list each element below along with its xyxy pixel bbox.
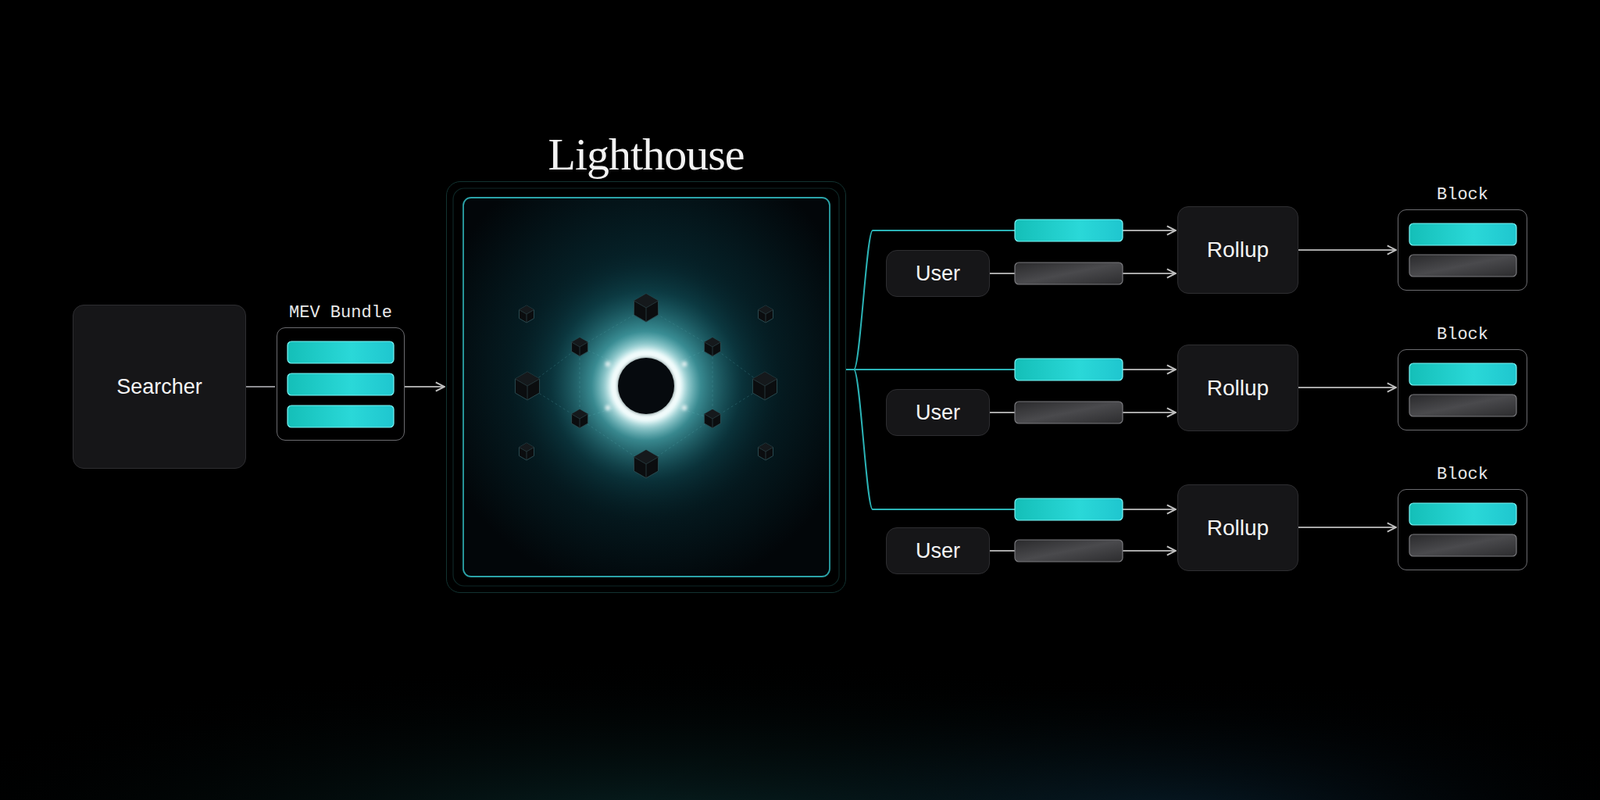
flow-connector (1298, 526, 1397, 529)
flow-connector (1298, 249, 1397, 251)
flow-connector (246, 385, 275, 388)
user-box: User (885, 527, 990, 575)
block-box: Block (1397, 349, 1528, 431)
flow-connector (404, 385, 445, 388)
box-heading: Block (1436, 325, 1489, 345)
box-heading: Lighthouse (548, 128, 745, 181)
box-label: User (907, 261, 968, 286)
user-box: User (885, 250, 990, 297)
box-heading: MEV Bundle (289, 303, 393, 323)
rollup-box: Rollup (1177, 484, 1299, 572)
box-label: Searcher (108, 375, 211, 400)
box-label: Rollup (1199, 375, 1277, 401)
box-label: Rollup (1199, 515, 1277, 541)
flow-connector (846, 230, 1176, 370)
flow-connector (1298, 386, 1397, 389)
user-box: User (885, 389, 990, 436)
searcher-box: Searcher (72, 304, 247, 469)
box-heading: Block (1436, 464, 1489, 485)
rollup-box: Rollup (1177, 344, 1299, 432)
flow-connector (846, 369, 1176, 510)
box-label: Rollup (1199, 237, 1277, 263)
bundle-box: MEV Bundle (276, 327, 405, 441)
box-label: User (907, 539, 968, 564)
rollup-box: Rollup (1177, 206, 1299, 294)
box-label: User (907, 400, 968, 425)
block-box: Block (1397, 209, 1528, 291)
box-heading: Block (1436, 185, 1489, 205)
flow-connector (846, 368, 1176, 371)
block-box: Block (1397, 489, 1528, 571)
lighthouse-box: Lighthouse (446, 181, 847, 593)
